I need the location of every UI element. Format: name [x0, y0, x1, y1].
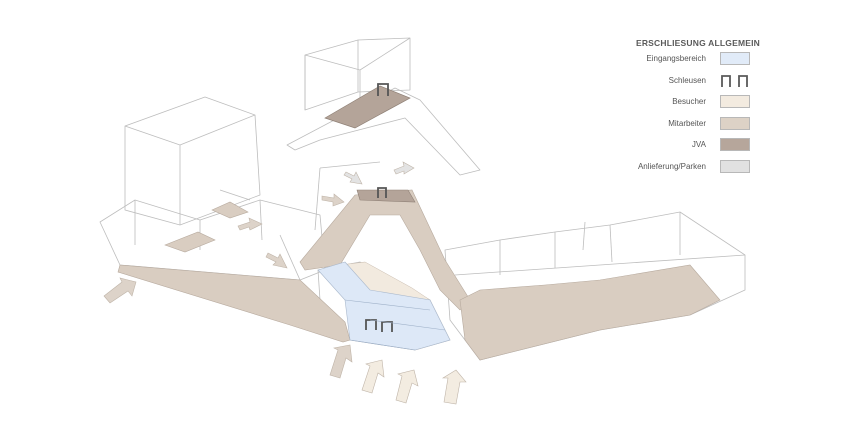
- legend-item: Mitarbeiter: [600, 115, 760, 137]
- arrow-mitarbeiter-small-1: [237, 217, 263, 231]
- gate-icon: [721, 74, 748, 87]
- legend-title: ERSCHLIESUNG ALLGEMEIN: [635, 38, 760, 48]
- legend-item-label: JVA: [691, 140, 706, 149]
- glass-railings: [344, 299, 446, 351]
- legend-item-label: Eingangsbereich: [646, 54, 706, 63]
- mitarbeiter-zones: [117, 189, 721, 361]
- legend-item-label: Schleusen: [668, 75, 706, 85]
- mitarbeiter-small-1: [211, 201, 249, 219]
- legend-swatch: [720, 52, 750, 65]
- mitarbeiter-left-corridor: [117, 264, 351, 343]
- legend-swatch: [720, 138, 750, 151]
- arrow-grey-1: [393, 161, 415, 175]
- mitarbeiter-right-corridor: [459, 264, 721, 361]
- legend-item-label: Mitarbeiter: [668, 118, 706, 128]
- legend-swatch: [720, 116, 750, 130]
- upper-floor-outline: [286, 87, 481, 176]
- legend-item-label: Besucher: [672, 97, 706, 106]
- arrow-besucher-3: [441, 369, 467, 405]
- legend-swatch: [720, 95, 750, 108]
- arrow-mitarbeiter-small-2: [265, 252, 288, 269]
- arrow-besucher-2: [395, 369, 419, 404]
- arrow-mitarbeiter-left: [103, 277, 137, 304]
- legend-item: Schleusen: [600, 72, 760, 94]
- gate-icon: [377, 83, 389, 96]
- eingangsbereich-zone: [317, 261, 451, 351]
- jva-upper-slab: [324, 85, 411, 129]
- upper-volume-wireframe: [304, 37, 411, 120]
- arrow-besucher-1: [361, 359, 385, 394]
- legend-swatch: [720, 159, 750, 173]
- left-tower-wireframe: [124, 96, 261, 226]
- arrow-grey-2: [343, 171, 363, 185]
- legend-item: JVA: [600, 136, 760, 158]
- legend-item: Besucher: [600, 93, 760, 115]
- gate-icon: [377, 187, 387, 198]
- arrow-mitarbeiter-entry: [329, 344, 353, 379]
- arrow-mitarbeiter-small-3: [321, 193, 345, 207]
- legend-item: Anlieferung/Parken: [600, 158, 760, 180]
- legend-item: Eingangsbereich: [600, 50, 760, 72]
- mitarbeiter-small-2: [164, 231, 216, 253]
- legend-item-label: Anlieferung/Parken: [637, 161, 706, 171]
